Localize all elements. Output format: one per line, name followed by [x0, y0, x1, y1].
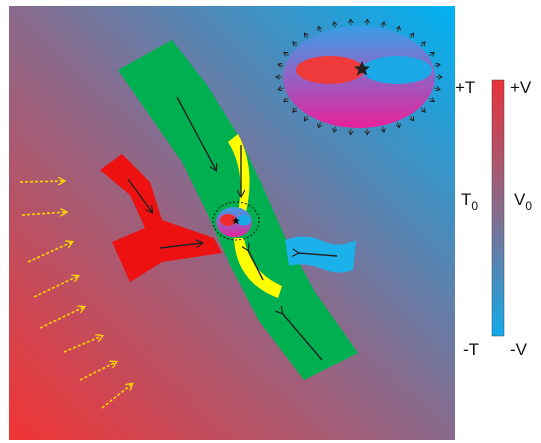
- inset-boundary-arrows: [276, 19, 442, 134]
- inset-boundary-arrow: [278, 88, 284, 90]
- colorbar-vel-sub: 0: [525, 199, 532, 213]
- inset-boundary-arrow: [421, 42, 425, 47]
- inset-boundary-arrow: [429, 98, 434, 101]
- star-icon: [232, 217, 240, 225]
- inset-boundary-arrow: [319, 26, 321, 33]
- wind-arrow: [33, 276, 78, 298]
- colorbar-temp-mid: T0: [461, 190, 478, 213]
- colorbar-vel-top: +V: [510, 78, 532, 97]
- flow-arrows: [127, 96, 338, 361]
- colorbar-temp-top: +T: [455, 78, 475, 97]
- inset-boundary-arrow: [421, 107, 425, 112]
- wind-arrow: [101, 384, 132, 409]
- inset-boundary-arrow: [305, 33, 308, 39]
- inset-boundary-arrow: [397, 121, 399, 128]
- central-vortex: [212, 201, 260, 241]
- wind-arrow: [19, 181, 64, 182]
- wind-arrow: [21, 212, 66, 215]
- flow-arrow: [282, 313, 323, 361]
- inset-boundary-arrow: [383, 22, 384, 28]
- wind-arrow: [63, 336, 102, 353]
- inset-boundary-arrow: [284, 52, 289, 55]
- flow-arrow: [159, 243, 202, 249]
- colorbar-vel-mid: V0: [514, 190, 532, 213]
- inset-boundary-arrow: [434, 64, 440, 66]
- hot-stream: [100, 154, 222, 282]
- inset-boundary-arrow: [397, 26, 399, 33]
- wind-arrow: [39, 307, 84, 329]
- inset-boundary-arrow: [284, 98, 289, 101]
- vortex-hot-lobe: [220, 214, 236, 226]
- wind-arrow: [79, 362, 116, 381]
- inset-boundary-arrow: [383, 126, 384, 133]
- inset-boundary-arrow: [410, 115, 413, 121]
- inset-boundary-arrow: [305, 115, 308, 121]
- wind-arrow: [27, 242, 72, 263]
- inset-boundary-arrow: [293, 42, 297, 47]
- flow-arrow: [298, 253, 338, 256]
- flow-arrow: [176, 96, 216, 170]
- flow-arrow: [127, 178, 152, 212]
- inset-hot-lobe: [296, 56, 364, 84]
- wind-arrows: [19, 181, 132, 409]
- colorbar-temp-bottom: -T: [463, 340, 479, 359]
- flow-arrow: [248, 250, 264, 281]
- inset-boundary-arrow: [429, 52, 434, 55]
- colorbar: +T T0 -T +V V0 -V: [455, 78, 532, 359]
- colorbar-gradient: [491, 79, 505, 337]
- inset-boundary-arrow: [278, 64, 284, 66]
- inset-boundary-arrow: [334, 126, 335, 133]
- colorbar-vel-bottom: -V: [510, 340, 528, 359]
- inset-boundary-arrow: [434, 88, 440, 90]
- star-icon: [354, 61, 370, 76]
- colorbar-temp-sub: 0: [471, 199, 478, 213]
- inset-boundary-arrow: [319, 121, 321, 128]
- vortex-boundary: [212, 201, 260, 241]
- inset-boundary-arrow: [334, 22, 335, 28]
- vortex-cold-lobe: [237, 214, 251, 226]
- inset-cold-lobe: [362, 56, 432, 84]
- vortex-inset: [276, 19, 442, 134]
- inset-boundary-arrow: [293, 107, 297, 112]
- inset-boundary-arrow: [410, 33, 413, 39]
